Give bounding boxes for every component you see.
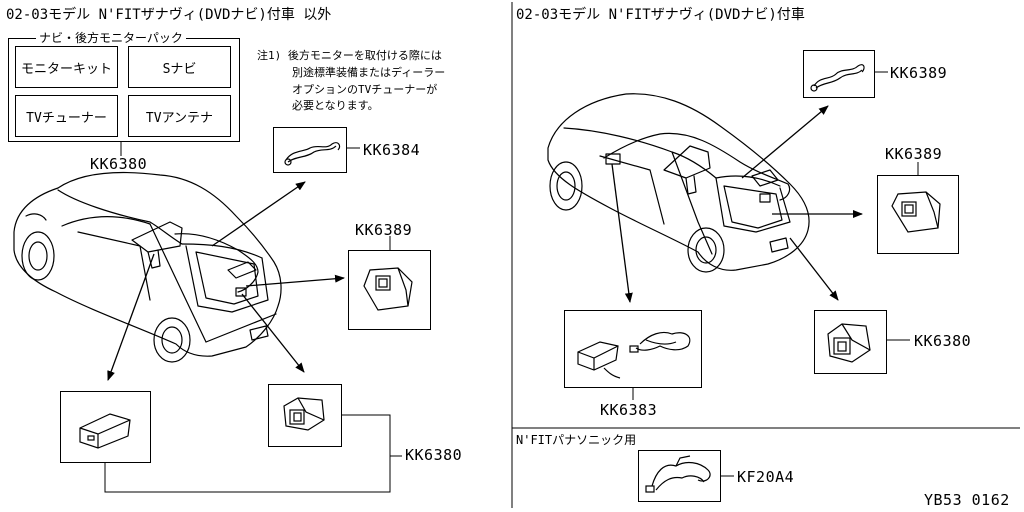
car-left-illustration [13,172,282,363]
part-label-kk6380-left: KK6380 [405,446,463,464]
pack-item-tv-antenna: TVアンテナ [128,95,231,137]
part-box-kk6380-left [268,384,342,447]
part-label-kf20a4: KF20A4 [737,468,795,486]
pack-item-tv-tuner: TVチューナー [15,95,118,137]
figure-id: YB53 0162 [924,491,1010,509]
arrow-to-kk6383 [611,163,633,303]
pack-code-label: KK6380 [90,155,148,173]
car-right-illustration [547,93,810,273]
right-arrows [611,105,863,303]
camera-kk6380-left-icon [283,397,325,431]
camera-kk6380-right-icon [827,323,871,363]
arrow-to-kk6389-cable [741,105,829,179]
pack-label: ナビ・後方モニターパック [36,31,186,45]
part-box-navi-unit [60,391,151,463]
part-box-kk6389-cable [803,50,875,98]
left-section-title: 02-03モデル N'FITザナヴィ(DVDナビ)付車 以外 [6,7,332,23]
pack-item-s-navi: Sナビ [128,46,231,88]
part-label-kk6384: KK6384 [363,141,421,159]
note-line-3: オプションのTVチューナーが [292,83,438,96]
arrow-to-kk6389-left [245,274,345,287]
navi-unit-icon [79,413,131,449]
note-line-2: 別途標準装備またはディーラー [292,66,446,79]
part-label-kk6389-cable: KK6389 [890,64,948,82]
part-box-kf20a4 [638,450,721,502]
part-label-kk6383: KK6383 [600,401,658,419]
arrow-to-navi-unit [107,253,155,381]
part-label-kk6389-camera: KK6389 [885,145,943,163]
part-box-kk6389-camera [877,175,959,254]
kk6383-unit-icon [577,331,691,379]
arrow-to-kk6380-left [241,293,305,373]
part-box-kk6384 [273,127,347,173]
left-arrows [107,181,345,381]
part-label-kk6380-right: KK6380 [914,332,972,350]
bracket-line-kk6380 [104,414,391,493]
arrow-to-kk6384 [211,181,306,247]
sub-section-title: N'FITパナソニック用 [516,433,637,447]
right-section-title: 02-03モデル N'FITザナヴィ(DVDナビ)付車 [516,7,805,23]
note-line-4: 必要となります。 [292,99,379,112]
camera-kk6389-left-icon [363,267,413,311]
cable-kk6389-icon [810,64,865,92]
camera-kk6389-right-icon [891,191,941,233]
arrow-to-kk6380-right [789,237,839,301]
pack-item-monitor-kit: モニターキット [15,46,118,88]
note-line-1: 注1) 後方モニターを取付ける際には [257,49,442,62]
cable-kk6384-icon [284,142,341,166]
kf20a4-harness-icon [645,455,711,493]
part-label-kk6389-left: KK6389 [355,221,413,239]
